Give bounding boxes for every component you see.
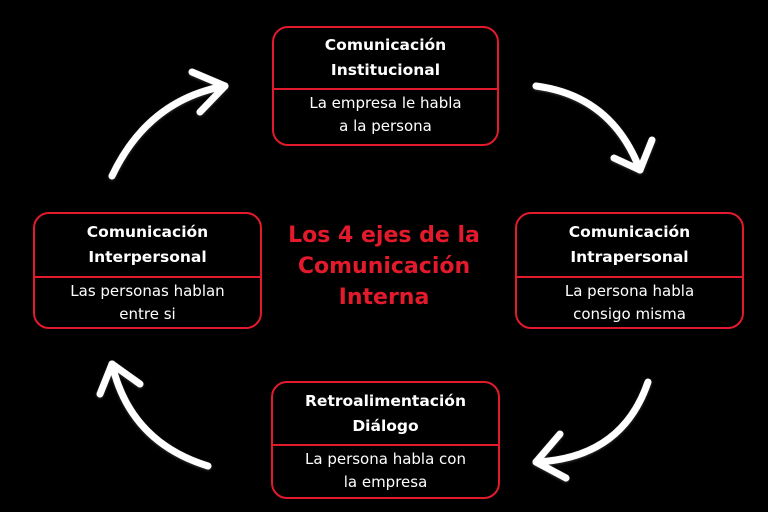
node-title: Retroalimentación Diálogo: [273, 383, 498, 446]
node-description-line: consigo misma: [573, 305, 686, 323]
curved-arrow-icon: [108, 68, 229, 180]
curved-arrow-icon: [532, 378, 652, 482]
node-title-line: Retroalimentación: [305, 391, 466, 410]
node-title-line: Comunicación: [568, 223, 691, 241]
node-comunicacion-institucional: Comunicación Institucional La empresa le…: [272, 26, 499, 146]
node-comunicacion-intrapersonal: Comunicación Intrapersonal La persona ha…: [515, 212, 744, 329]
node-description-line: La persona habla: [564, 282, 695, 300]
node-title-line: Institucional: [330, 61, 441, 79]
node-description: La persona habla con la empresa: [273, 446, 498, 494]
node-title-line: Diálogo: [352, 416, 419, 435]
curved-arrow-icon: [532, 82, 656, 174]
node-title-line: Comunicación: [86, 223, 209, 241]
node-title: Comunicación Institucional: [274, 28, 497, 90]
node-description-line: La empresa le habla: [309, 94, 462, 112]
diagram-title-line: Los 4 ejes de la: [288, 223, 480, 248]
node-description: La empresa le habla a la persona: [274, 90, 497, 138]
diagram-title-line: Interna: [338, 285, 430, 310]
node-description: La persona habla consigo misma: [517, 278, 742, 326]
diagram-title-line: Comunicación: [297, 254, 471, 279]
node-description-line: la empresa: [343, 473, 428, 491]
node-title-line: Interpersonal: [88, 248, 207, 266]
node-description-line: La persona habla con: [305, 450, 466, 468]
node-comunicacion-interpersonal: Comunicación Interpersonal Las personas …: [33, 212, 262, 329]
curved-arrow-icon: [96, 360, 212, 470]
node-title-line: Intrapersonal: [570, 248, 689, 266]
node-retroalimentacion-dialogo: Retroalimentación Diálogo La persona hab…: [271, 381, 500, 499]
node-description-line: a la persona: [339, 117, 432, 135]
node-description-line: Las personas hablan: [70, 282, 225, 300]
node-title-line: Comunicación: [324, 36, 447, 54]
diagram-title: Los 4 ejes de la Comunicación Interna: [270, 220, 498, 313]
node-title: Comunicación Intrapersonal: [517, 214, 742, 278]
node-description: Las personas hablan entre si: [35, 278, 260, 326]
node-description-line: entre si: [119, 305, 176, 323]
node-title: Comunicación Interpersonal: [35, 214, 260, 278]
